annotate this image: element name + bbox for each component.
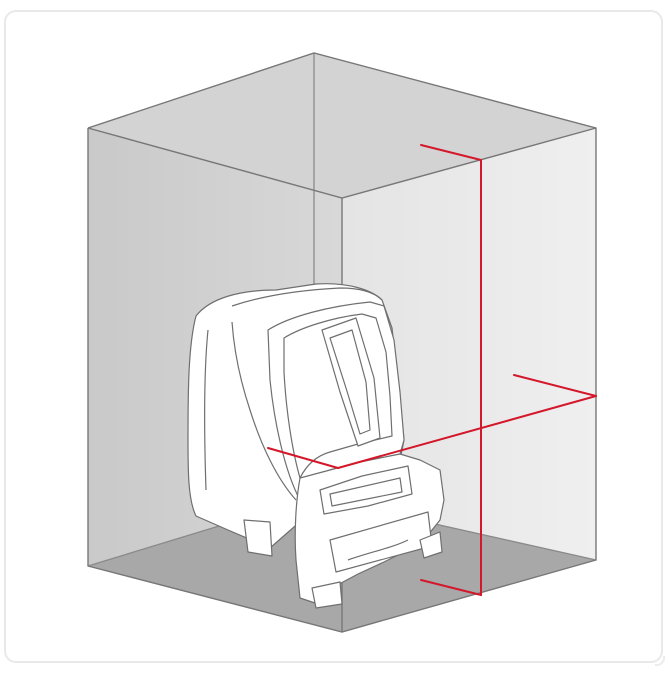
laser-horizontal-line-left bbox=[267, 447, 339, 469]
laser-level-device bbox=[187, 283, 445, 609]
device-drawer-curve bbox=[347, 539, 409, 561]
device-foot-right bbox=[419, 531, 443, 559]
ceiling bbox=[88, 53, 596, 198]
device-foot-left bbox=[243, 519, 273, 557]
corner-resize-mark bbox=[655, 656, 665, 666]
laser-window-inner bbox=[329, 329, 371, 435]
device-side-contour-2 bbox=[231, 321, 297, 501]
laser-window-outer bbox=[321, 317, 381, 447]
room-outline bbox=[87, 52, 597, 633]
device-foot-front bbox=[311, 581, 343, 609]
laser-horizontal-line-right bbox=[513, 374, 597, 397]
laser-floor-line bbox=[420, 579, 482, 596]
device-base-slot bbox=[329, 477, 403, 507]
laser-lines bbox=[267, 144, 597, 596]
device-top-ridge bbox=[231, 287, 383, 307]
device-base-panel bbox=[319, 465, 413, 515]
device-side-contour bbox=[204, 329, 209, 491]
laser-horizontal-line-wall bbox=[337, 395, 597, 469]
laser-ceiling-line bbox=[420, 144, 482, 161]
device-front-inner bbox=[283, 313, 393, 479]
